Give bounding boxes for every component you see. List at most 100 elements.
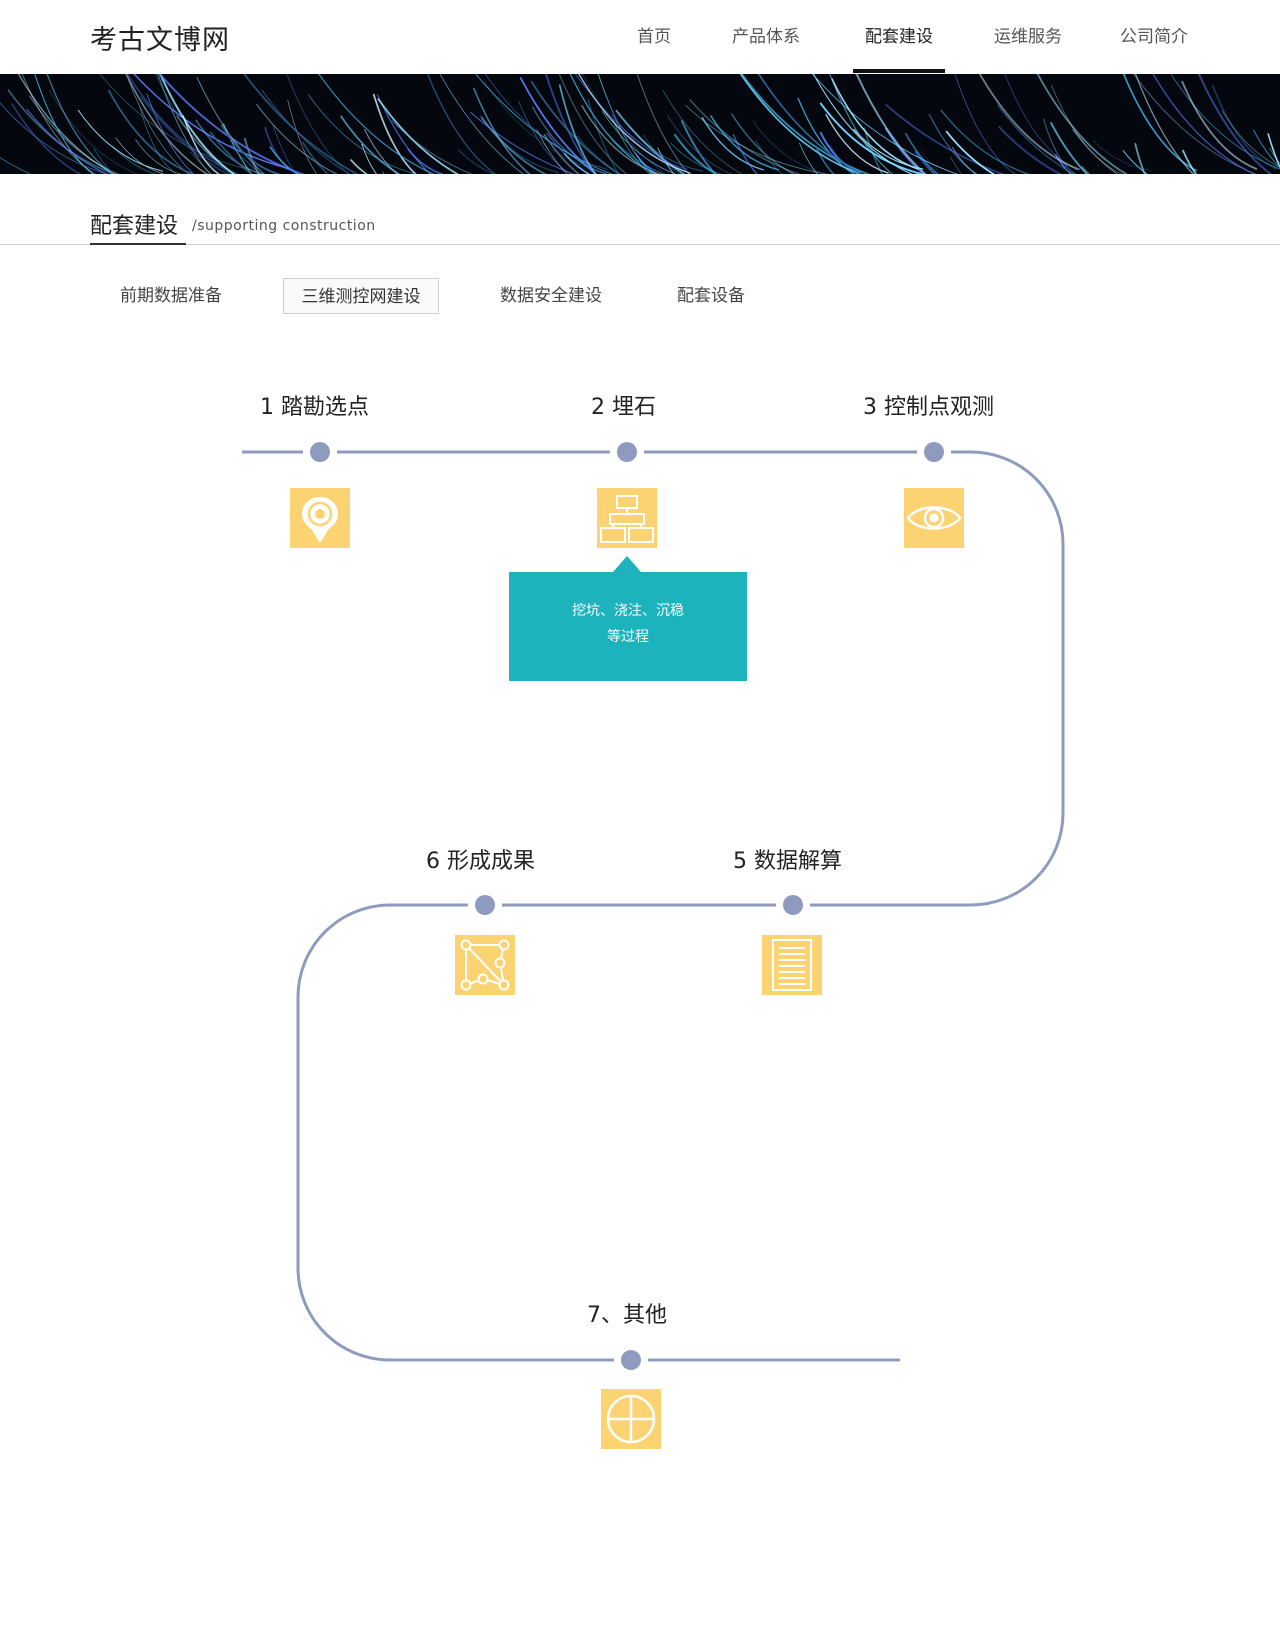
banner-image <box>0 74 1280 174</box>
site-logo[interactable]: 考古文博网 <box>90 25 230 56</box>
banner-streak <box>195 119 265 174</box>
banner-streak <box>606 133 665 174</box>
banner-streak <box>757 74 864 174</box>
banner-streak <box>685 104 829 174</box>
banner-streak <box>531 106 607 174</box>
plus-circle-icon <box>606 1394 656 1444</box>
banner-streak <box>825 113 889 174</box>
banner-streak <box>209 131 253 174</box>
banner-streak <box>135 139 182 174</box>
banner-streak <box>606 95 652 174</box>
banner-streak <box>155 74 232 174</box>
nav-supporting-construction[interactable]: 配套建设 <box>865 27 933 47</box>
nav-company-profile[interactable]: 公司简介 <box>1120 27 1188 47</box>
banner-streak <box>581 74 667 174</box>
banner-streak <box>581 104 662 174</box>
banner-streak <box>546 132 590 174</box>
nav-operations[interactable]: 运维服务 <box>994 27 1062 47</box>
banner-streak <box>472 87 531 174</box>
step-7-tile[interactable] <box>601 1389 661 1449</box>
banner-streak <box>1269 147 1280 165</box>
banner-streak <box>126 74 240 174</box>
banner-streak <box>1134 74 1194 174</box>
banner-streak <box>182 115 220 174</box>
banner-streak <box>125 74 209 174</box>
nav-products[interactable]: 产品体系 <box>732 27 800 47</box>
banner-streak <box>1181 80 1258 170</box>
banner-streak <box>634 152 658 174</box>
banner-streak <box>128 79 190 174</box>
banner-streak <box>1133 74 1257 174</box>
banner-streak <box>475 74 613 174</box>
banner-streak <box>196 76 265 174</box>
step-1-title: 1 踏勘选点 <box>260 395 369 420</box>
step-2-tile[interactable] <box>597 488 657 548</box>
banner-streak <box>978 74 1080 171</box>
tooltip-text: 等过程 <box>607 629 649 645</box>
banner-streak <box>1072 128 1118 174</box>
banner-streak <box>819 102 926 174</box>
step-1-tile[interactable] <box>290 488 350 548</box>
nav-home[interactable]: 首页 <box>637 27 671 47</box>
banner-streak <box>797 97 856 174</box>
path-node <box>617 442 637 462</box>
path-node <box>475 895 495 915</box>
step-5-tile[interactable] <box>762 935 822 995</box>
banner-streak <box>139 105 177 174</box>
banner-streak <box>615 109 686 174</box>
banner-streak <box>884 127 926 174</box>
banner-streak <box>1122 149 1148 174</box>
step-2-tooltip: 挖坑、浇注、沉稳 等过程 <box>509 572 747 681</box>
banner-streak <box>1221 110 1280 168</box>
tab-data-preparation[interactable]: 前期数据准备 <box>120 286 222 306</box>
banner-streak <box>93 147 114 174</box>
banner-streak <box>587 98 620 174</box>
banner-streak <box>855 74 927 174</box>
banner-streak <box>954 74 1016 174</box>
banner-streak <box>439 74 524 174</box>
banner-streak <box>107 89 195 174</box>
step-3-tile[interactable] <box>904 488 964 548</box>
banner-streak <box>287 99 318 174</box>
tooltip-pointer <box>613 556 641 572</box>
banner-streak <box>1253 129 1280 169</box>
step-7-title: 7、其他 <box>587 1303 667 1328</box>
tab-data-security[interactable]: 数据安全建设 <box>500 286 602 306</box>
banner-streak <box>407 148 445 174</box>
banner-streak <box>307 94 417 174</box>
banner-streak <box>457 148 495 174</box>
banner-streak <box>950 156 963 174</box>
document-icon <box>772 939 812 991</box>
banner-streak <box>1152 74 1256 174</box>
path-node <box>621 1350 641 1370</box>
banner-streak <box>536 129 568 174</box>
path-node <box>924 442 944 462</box>
banner-streak <box>17 74 116 174</box>
banner-streak <box>578 74 691 174</box>
banner-streak <box>1049 121 1089 174</box>
hierarchy-icon <box>600 495 654 543</box>
banner-streak <box>426 74 497 174</box>
banner-streak <box>1170 74 1280 170</box>
banner-streak <box>1042 118 1077 174</box>
banner-streak <box>657 147 675 174</box>
banner-streak <box>530 80 621 174</box>
banner-streak <box>190 151 213 174</box>
tab-3d-control-network[interactable]: 三维测控网建设 <box>283 278 439 314</box>
banner-streak <box>752 120 828 174</box>
section-title: 配套建设 <box>90 214 179 239</box>
banner-streak <box>11 103 82 174</box>
tab-equipment[interactable]: 配套设备 <box>677 286 745 306</box>
step-6-tile[interactable] <box>455 935 515 995</box>
banner-streak <box>26 108 108 174</box>
banner-streak <box>21 74 96 174</box>
section-subtitle: /supporting construction <box>192 218 376 234</box>
banner-streak <box>563 153 591 174</box>
section-title-underline <box>90 243 186 245</box>
banner-streak <box>0 157 32 174</box>
banner-streak <box>689 99 801 174</box>
banner-streak <box>952 146 978 174</box>
banner-streak <box>140 95 230 174</box>
banner-streak <box>636 74 690 174</box>
banner-streak <box>740 74 871 174</box>
